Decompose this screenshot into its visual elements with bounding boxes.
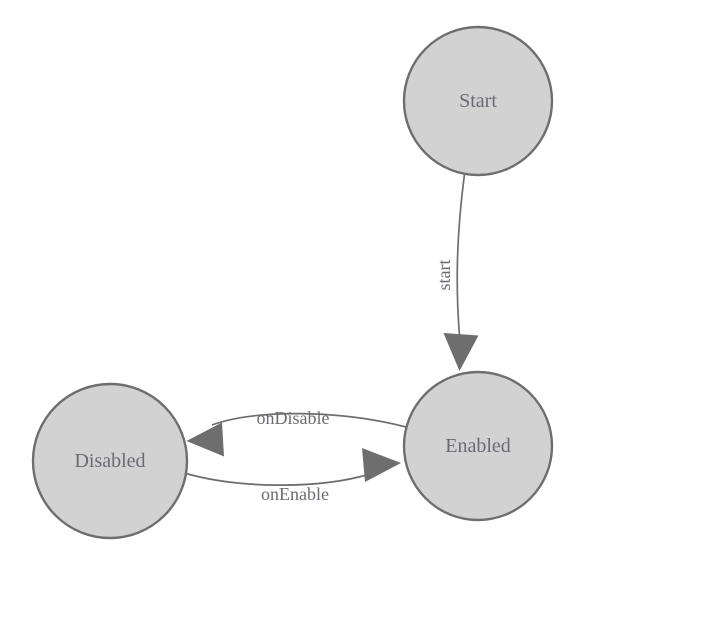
node-start-label: Start	[459, 90, 497, 112]
edge-disabled-to-enabled-label: onEnable	[261, 484, 329, 504]
edge-start-to-enabled[interactable]: start	[434, 173, 479, 371]
node-disabled-circle	[31, 382, 189, 540]
node-enabled[interactable]: Enabled	[402, 370, 554, 522]
node-enabled-label: Enabled	[445, 435, 511, 457]
edge-enabled-to-disabled[interactable]: onDisable	[186, 408, 407, 457]
node-start-circle	[402, 25, 554, 177]
edge-start-to-enabled-path	[456, 173, 466, 337]
edge-disabled-to-enabled[interactable]: onEnable	[183, 448, 401, 504]
node-enabled-circle	[402, 370, 554, 522]
node-disabled[interactable]: Disabled	[31, 382, 189, 540]
edge-start-to-enabled-arrowhead	[443, 333, 479, 371]
edge-disabled-to-enabled-path	[183, 472, 371, 486]
edge-enabled-to-disabled-label: onDisable	[257, 408, 330, 428]
node-start[interactable]: Start	[402, 25, 554, 177]
edge-disabled-to-enabled-arrowhead	[362, 448, 401, 482]
edge-enabled-to-disabled-path	[211, 412, 407, 428]
edge-enabled-to-disabled-arrowhead	[186, 422, 224, 457]
edge-start-to-enabled-label: start	[434, 260, 454, 291]
node-disabled-label: Disabled	[74, 450, 145, 472]
